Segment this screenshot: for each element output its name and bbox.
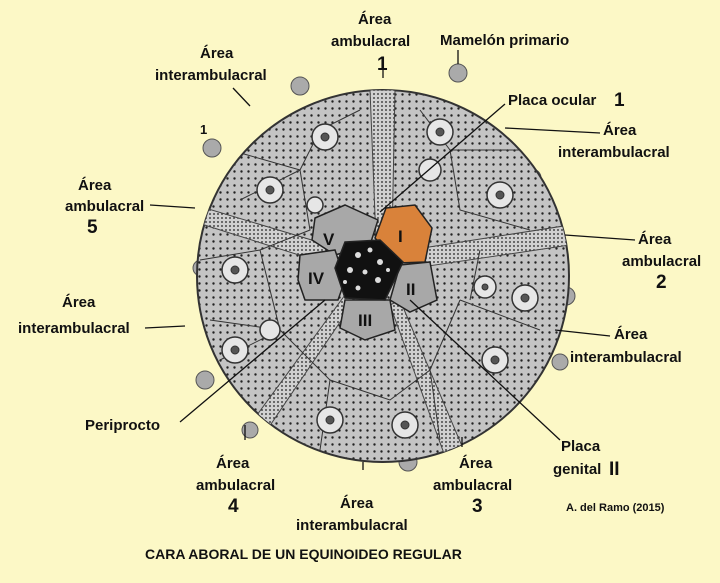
label-amb2-ambulacral: ambulacral (622, 253, 701, 270)
label-amb3-num: 3 (472, 496, 483, 517)
genital-plate-iv (297, 249, 346, 301)
label-amb1-ambulacral: ambulacral (331, 33, 410, 50)
diagram-title: CARA ABORAL DE UN EQUINOIDEO REGULAR (145, 546, 462, 562)
label-amb4-num: 4 (228, 496, 239, 517)
label-inter-l: interambulacral (18, 320, 130, 337)
genital-plate-label-i: I (398, 227, 403, 246)
label-inter-tr-area: Área (603, 122, 637, 139)
label-placa-genital-1: Placa (561, 438, 601, 455)
label-inter-tr: interambulacral (558, 144, 670, 161)
label-amb3-area: Área (459, 455, 493, 472)
genital-plate-label-iii: III (358, 311, 372, 330)
leader-lines (144, 50, 636, 470)
label-inter-b-area: Área (340, 495, 374, 512)
label-small-one: 1 (200, 122, 207, 137)
periproct (334, 239, 404, 301)
genital-plate-label-iv: IV (308, 269, 325, 288)
label-placa-ocular: Placa ocular (508, 92, 597, 109)
apical-disc (297, 204, 438, 341)
label-amb1-area: Área (358, 11, 392, 28)
label-amb4-ambulacral: ambulacral (196, 477, 275, 494)
label-amb4-area: Área (216, 455, 250, 472)
primary-tubercles (221, 118, 539, 439)
label-amb3-ambulacral: ambulacral (433, 477, 512, 494)
label-mamelon: Mamelón primario (440, 32, 569, 49)
label-amb2-num: 2 (656, 272, 667, 293)
label-placa-genital-2: genital (553, 461, 601, 478)
label-inter-l-area: Área (62, 294, 96, 311)
label-amb5-num: 5 (87, 217, 98, 238)
label-inter-r: interambulacral (570, 349, 682, 366)
credit: A. del Ramo (2015) (566, 502, 665, 514)
label-amb2-area: Área (638, 231, 672, 248)
label-amb1-num: 1 (377, 54, 388, 75)
label-inter-b: interambulacral (296, 517, 408, 534)
label-placa-ocular-num: 1 (614, 90, 625, 111)
genital-plate-label-v: V (323, 230, 335, 249)
label-inter-tl-area: Área (200, 45, 234, 62)
label-inter-tl: interambulacral (155, 67, 267, 84)
label-amb5-ambulacral: ambulacral (65, 198, 144, 215)
label-amb5-area: Área (78, 177, 112, 194)
label-inter-r-area: Área (614, 326, 648, 343)
genital-plate-label-ii: II (406, 280, 415, 299)
genital-plate-ii (389, 261, 438, 313)
label-placa-genital-num: II (609, 459, 620, 480)
label-periprocto: Periprocto (85, 417, 160, 434)
